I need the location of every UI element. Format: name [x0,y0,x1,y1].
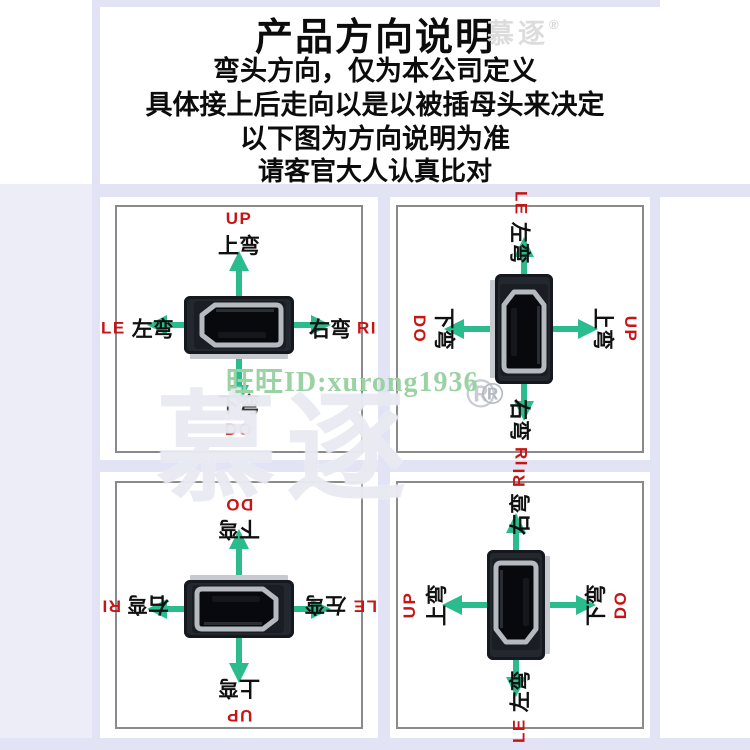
subtitle-line-4: 请客官大人认真比对 [257,156,492,186]
label-down-cn: 下弯 [432,307,455,350]
left-margin-tint [0,184,92,738]
label-down-cn: 下弯 [218,393,260,417]
label-up-en: UP [225,706,253,725]
label-up: UP 上弯 [117,209,361,260]
label-right-cn: 右弯 [127,592,169,616]
subtitle-line-1: 弯头方向，仅为本公司定义 [213,56,537,86]
displayport-connector-photo [184,575,294,638]
direction-arrows [147,529,331,683]
label-up-cn: 上弯 [218,234,260,258]
label-left-en: LE [352,596,377,616]
bottom-border-strip [0,738,750,750]
right-vertical-gutter [650,184,660,738]
label-right-en: RI [357,317,377,337]
label-left-cn: 左弯 [304,592,347,616]
label-right: 右弯 RI [101,591,169,621]
label-down-en: DO [611,590,630,620]
header-divider-strip [92,184,750,197]
label-right: 右弯 RI [309,313,377,343]
label-right-en: RI [101,596,121,616]
label-up-cn: 上弯 [218,676,260,699]
label-left-cn: 左弯 [131,317,174,341]
label-left: LE 左弯 [506,191,536,264]
registered-mark-small: ® [549,17,559,32]
label-up-en: UP [225,208,253,228]
label-left: LE 左弯 [504,670,534,743]
label-up-en: UP [400,591,419,619]
label-left-en: LE [509,718,529,743]
label-down-cn: 下弯 [585,584,608,626]
connector-and-arrows-graphic [147,529,331,683]
brand-watermark-text: 慕逐 [487,19,549,49]
label-up: UP 上弯 [117,674,361,725]
label-up-cn: 上弯 [591,307,614,350]
displayport-connector-photo [490,273,553,384]
displayport-connector-photo [487,550,550,660]
connector-and-arrows-graphic [442,513,596,697]
label-up-cn: 上弯 [426,584,449,626]
label-right-cn: 右弯 [509,493,533,535]
label-down-en: DO [410,314,429,343]
brand-watermark-small: 慕逐® [487,12,559,51]
label-left-en: LE [101,317,126,337]
label-right-cn: 右弯 [507,398,531,441]
label-down-en: DO [224,419,254,439]
top-border-strip [100,0,660,7]
label-down-en: DO [224,495,254,514]
label-up: UP 上弯 [589,207,640,451]
label-down-cn: 下弯 [218,517,260,540]
displayport-connector-photo [184,295,294,359]
label-left-cn: 左弯 [509,670,533,713]
label-left-cn: 左弯 [507,221,531,264]
middle-horizontal-gutter [92,460,650,472]
label-right-en: RI [509,467,529,487]
connector-and-arrows-graphic [444,236,598,421]
subtitle-line-2: 具体接上后走向以是以被插母头来决定 [145,90,605,120]
label-right: 右弯 RI [504,467,534,535]
direction-arrows [147,250,331,405]
label-right: 右弯 RI [506,399,536,467]
label-right-cn: 右弯 [309,317,351,341]
label-left-en: LE [511,190,531,216]
label-right-en: RI [511,446,531,467]
connector-and-arrows-graphic [147,250,331,405]
label-down: 下弯 DO [117,494,361,545]
label-up-en: UP [621,315,640,342]
left-divider-strip [92,0,100,750]
subtitle-line-3: 以下图为方向说明为准 [240,124,510,154]
page-title: 产品方向说明 [254,17,495,59]
